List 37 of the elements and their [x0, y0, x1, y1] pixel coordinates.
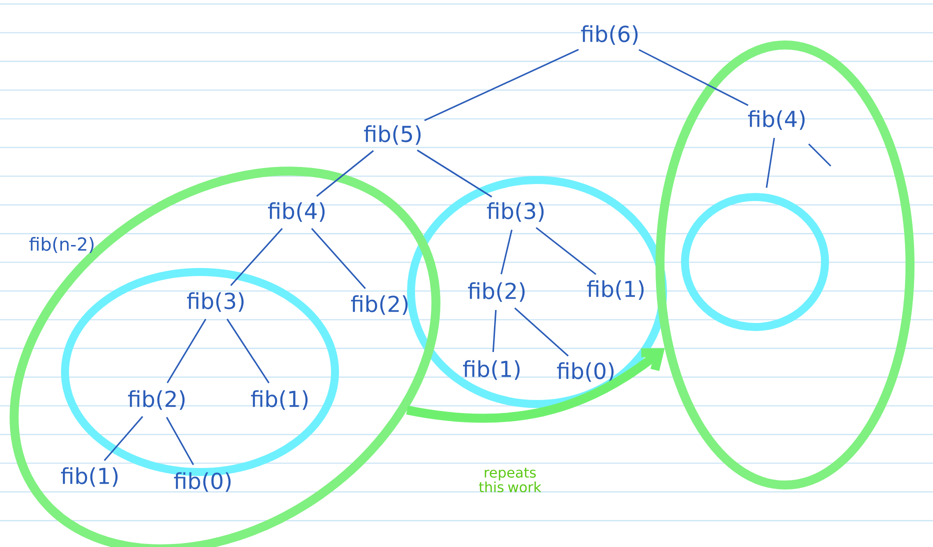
highlight-loop [656, 40, 914, 490]
tree-line [316, 150, 374, 197]
tree-line [536, 227, 596, 275]
tree-line [766, 138, 775, 188]
note: repeats this work [479, 468, 542, 492]
node-label: fib(4) [268, 202, 325, 222]
tree-line [226, 318, 270, 384]
tree-line [230, 228, 283, 286]
node-label: fib(2) [351, 295, 408, 315]
node-label: fib(5) [364, 125, 421, 145]
node-label: fib(0) [174, 472, 231, 492]
tree-line [808, 143, 832, 167]
highlight-loop [10, 166, 440, 547]
tree-line [638, 49, 748, 106]
node-label: fib(3) [187, 292, 244, 312]
node-label: fib(1) [587, 280, 644, 300]
tree-line [424, 48, 579, 122]
note: fib(n-2) [29, 236, 94, 254]
node-label: fib(4) [748, 110, 805, 130]
arrow [406, 348, 665, 423]
tree-line [166, 416, 194, 466]
tree-line [104, 416, 144, 461]
node-label: fib(0) [557, 362, 614, 382]
node-label: fib(2) [128, 390, 185, 410]
tree-line [514, 307, 569, 357]
node-label: fib(1) [61, 467, 118, 487]
tree-line [311, 228, 366, 290]
node-label: fib(6) [581, 25, 638, 45]
node-label: fib(1) [251, 390, 308, 410]
node-label: fib(1) [463, 360, 520, 380]
node-label: fib(3) [487, 202, 544, 222]
tree-line [492, 310, 497, 352]
tree-line [416, 150, 492, 198]
node-label: fib(2) [468, 282, 525, 302]
tree-line [500, 230, 512, 274]
tree-line [166, 318, 206, 384]
highlight-loop [681, 193, 829, 331]
